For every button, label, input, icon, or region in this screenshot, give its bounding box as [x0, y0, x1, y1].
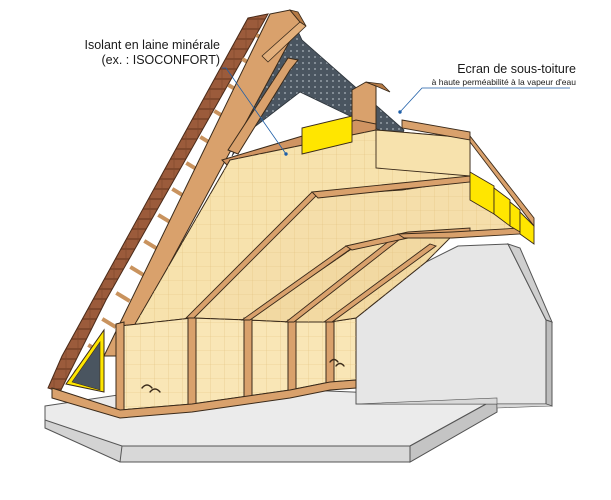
leader-lines: [222, 67, 570, 156]
insulation-label: Isolant en laine minérale (ex. : ISOCONF…: [60, 38, 221, 68]
membrane-label-line2: à haute perméabilité à la vapeur d'eau: [431, 77, 576, 87]
gable-rafter: [103, 9, 307, 357]
end-insulation-blocks: [301, 115, 535, 245]
insulation-label-line2: (ex. : ISOCONFORT): [101, 53, 220, 67]
membrane-label-line1: Ecran de sous-toiture: [457, 62, 576, 76]
gable-corner: [65, 328, 105, 393]
insulation-label-line1: Isolant en laine minérale: [84, 38, 221, 52]
floor-plate: [51, 379, 357, 419]
ceiling-rafters: [184, 175, 521, 323]
fastener-marks: [141, 358, 345, 393]
membrane-label: Ecran de sous-toiture à haute perméabili…: [388, 62, 576, 88]
concrete-gable-wall: [355, 243, 553, 409]
